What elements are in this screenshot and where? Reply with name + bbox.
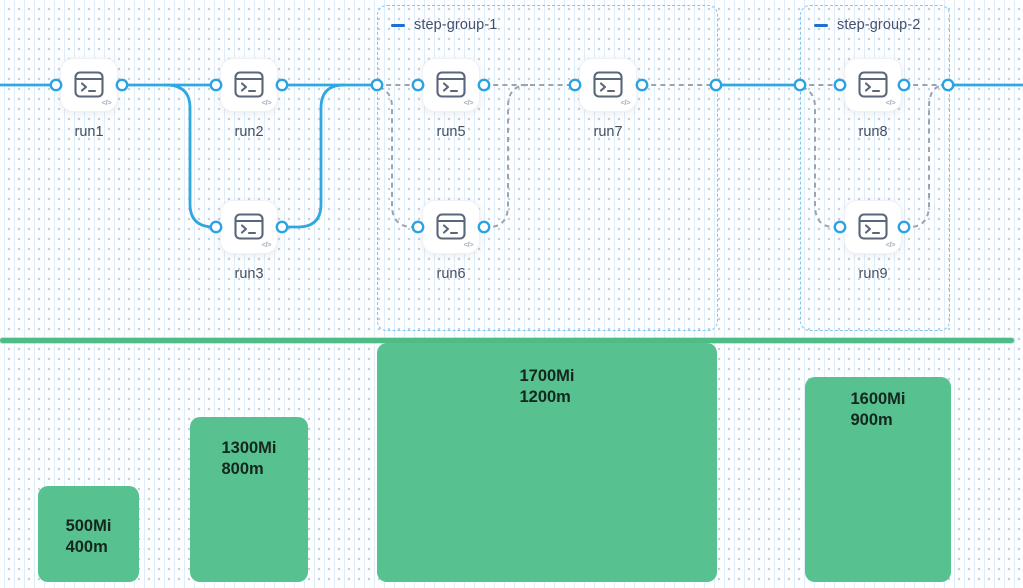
terminal-icon [234,71,264,98]
group-header: step-group-2 [801,6,949,33]
code-icon: </> [261,98,272,107]
bar-cpu-value: 1200m [519,388,571,406]
terminal-icon [234,213,264,240]
bar-cpu-value: 900m [850,411,893,429]
node-run9[interactable]: </> [844,200,902,254]
node-run1[interactable]: </> [60,58,118,112]
port[interactable] [115,78,129,92]
collapse-icon[interactable] [391,23,405,27]
code-icon: </> [101,98,112,107]
port[interactable] [275,78,289,92]
bar-cpu-value: 400m [65,538,108,556]
terminal-icon [436,71,466,98]
bar-memory-value: 1300Mi [221,439,277,457]
node-label-run5: run5 [436,124,466,140]
group-step-group-2[interactable]: step-group-2 [800,5,950,331]
terminal-icon [858,213,888,240]
resource-bar-1: 500Mi 400m [38,486,139,582]
collapse-icon[interactable] [814,23,828,27]
group-step-group-1[interactable]: step-group-1 [377,5,718,331]
bar-memory-value: 1700Mi [519,367,575,385]
terminal-icon [858,71,888,98]
bar-memory-value: 1600Mi [850,390,906,408]
edge[interactable] [164,83,218,229]
node-label-run1: run1 [74,124,104,140]
terminal-icon [436,213,466,240]
terminal-icon [593,71,623,98]
port[interactable] [275,220,289,234]
node-label-run3: run3 [234,266,264,282]
node-run8[interactable]: </> [844,58,902,112]
code-icon: </> [885,240,896,249]
node-run7[interactable]: </> [579,58,637,112]
code-icon: </> [620,98,631,107]
node-label-run9: run9 [858,266,888,282]
code-icon: </> [463,98,474,107]
terminal-icon [74,71,104,98]
group-label: step-group-1 [414,17,498,33]
bar-cpu-value: 800m [221,460,264,478]
edge[interactable] [280,83,346,229]
node-label-run2: run2 [234,124,264,140]
section-divider [0,338,1014,343]
bar-memory-value: 500Mi [65,517,112,535]
node-run2[interactable]: </> [220,58,278,112]
resource-bar-4: 1600Mi 900m [805,377,951,582]
resource-bar-3: 1700Mi 1200m [377,343,717,582]
group-header: step-group-1 [378,6,717,33]
node-label-run8: run8 [858,124,888,140]
node-label-run6: run6 [436,266,466,282]
code-icon: </> [463,240,474,249]
code-icon: </> [885,98,896,107]
code-icon: </> [261,240,272,249]
resource-bar-2: 1300Mi 800m [190,417,308,582]
group-label: step-group-2 [837,17,921,33]
node-label-run7: run7 [593,124,623,140]
node-run3[interactable]: </> [220,200,278,254]
node-run6[interactable]: </> [422,200,480,254]
node-run5[interactable]: </> [422,58,480,112]
